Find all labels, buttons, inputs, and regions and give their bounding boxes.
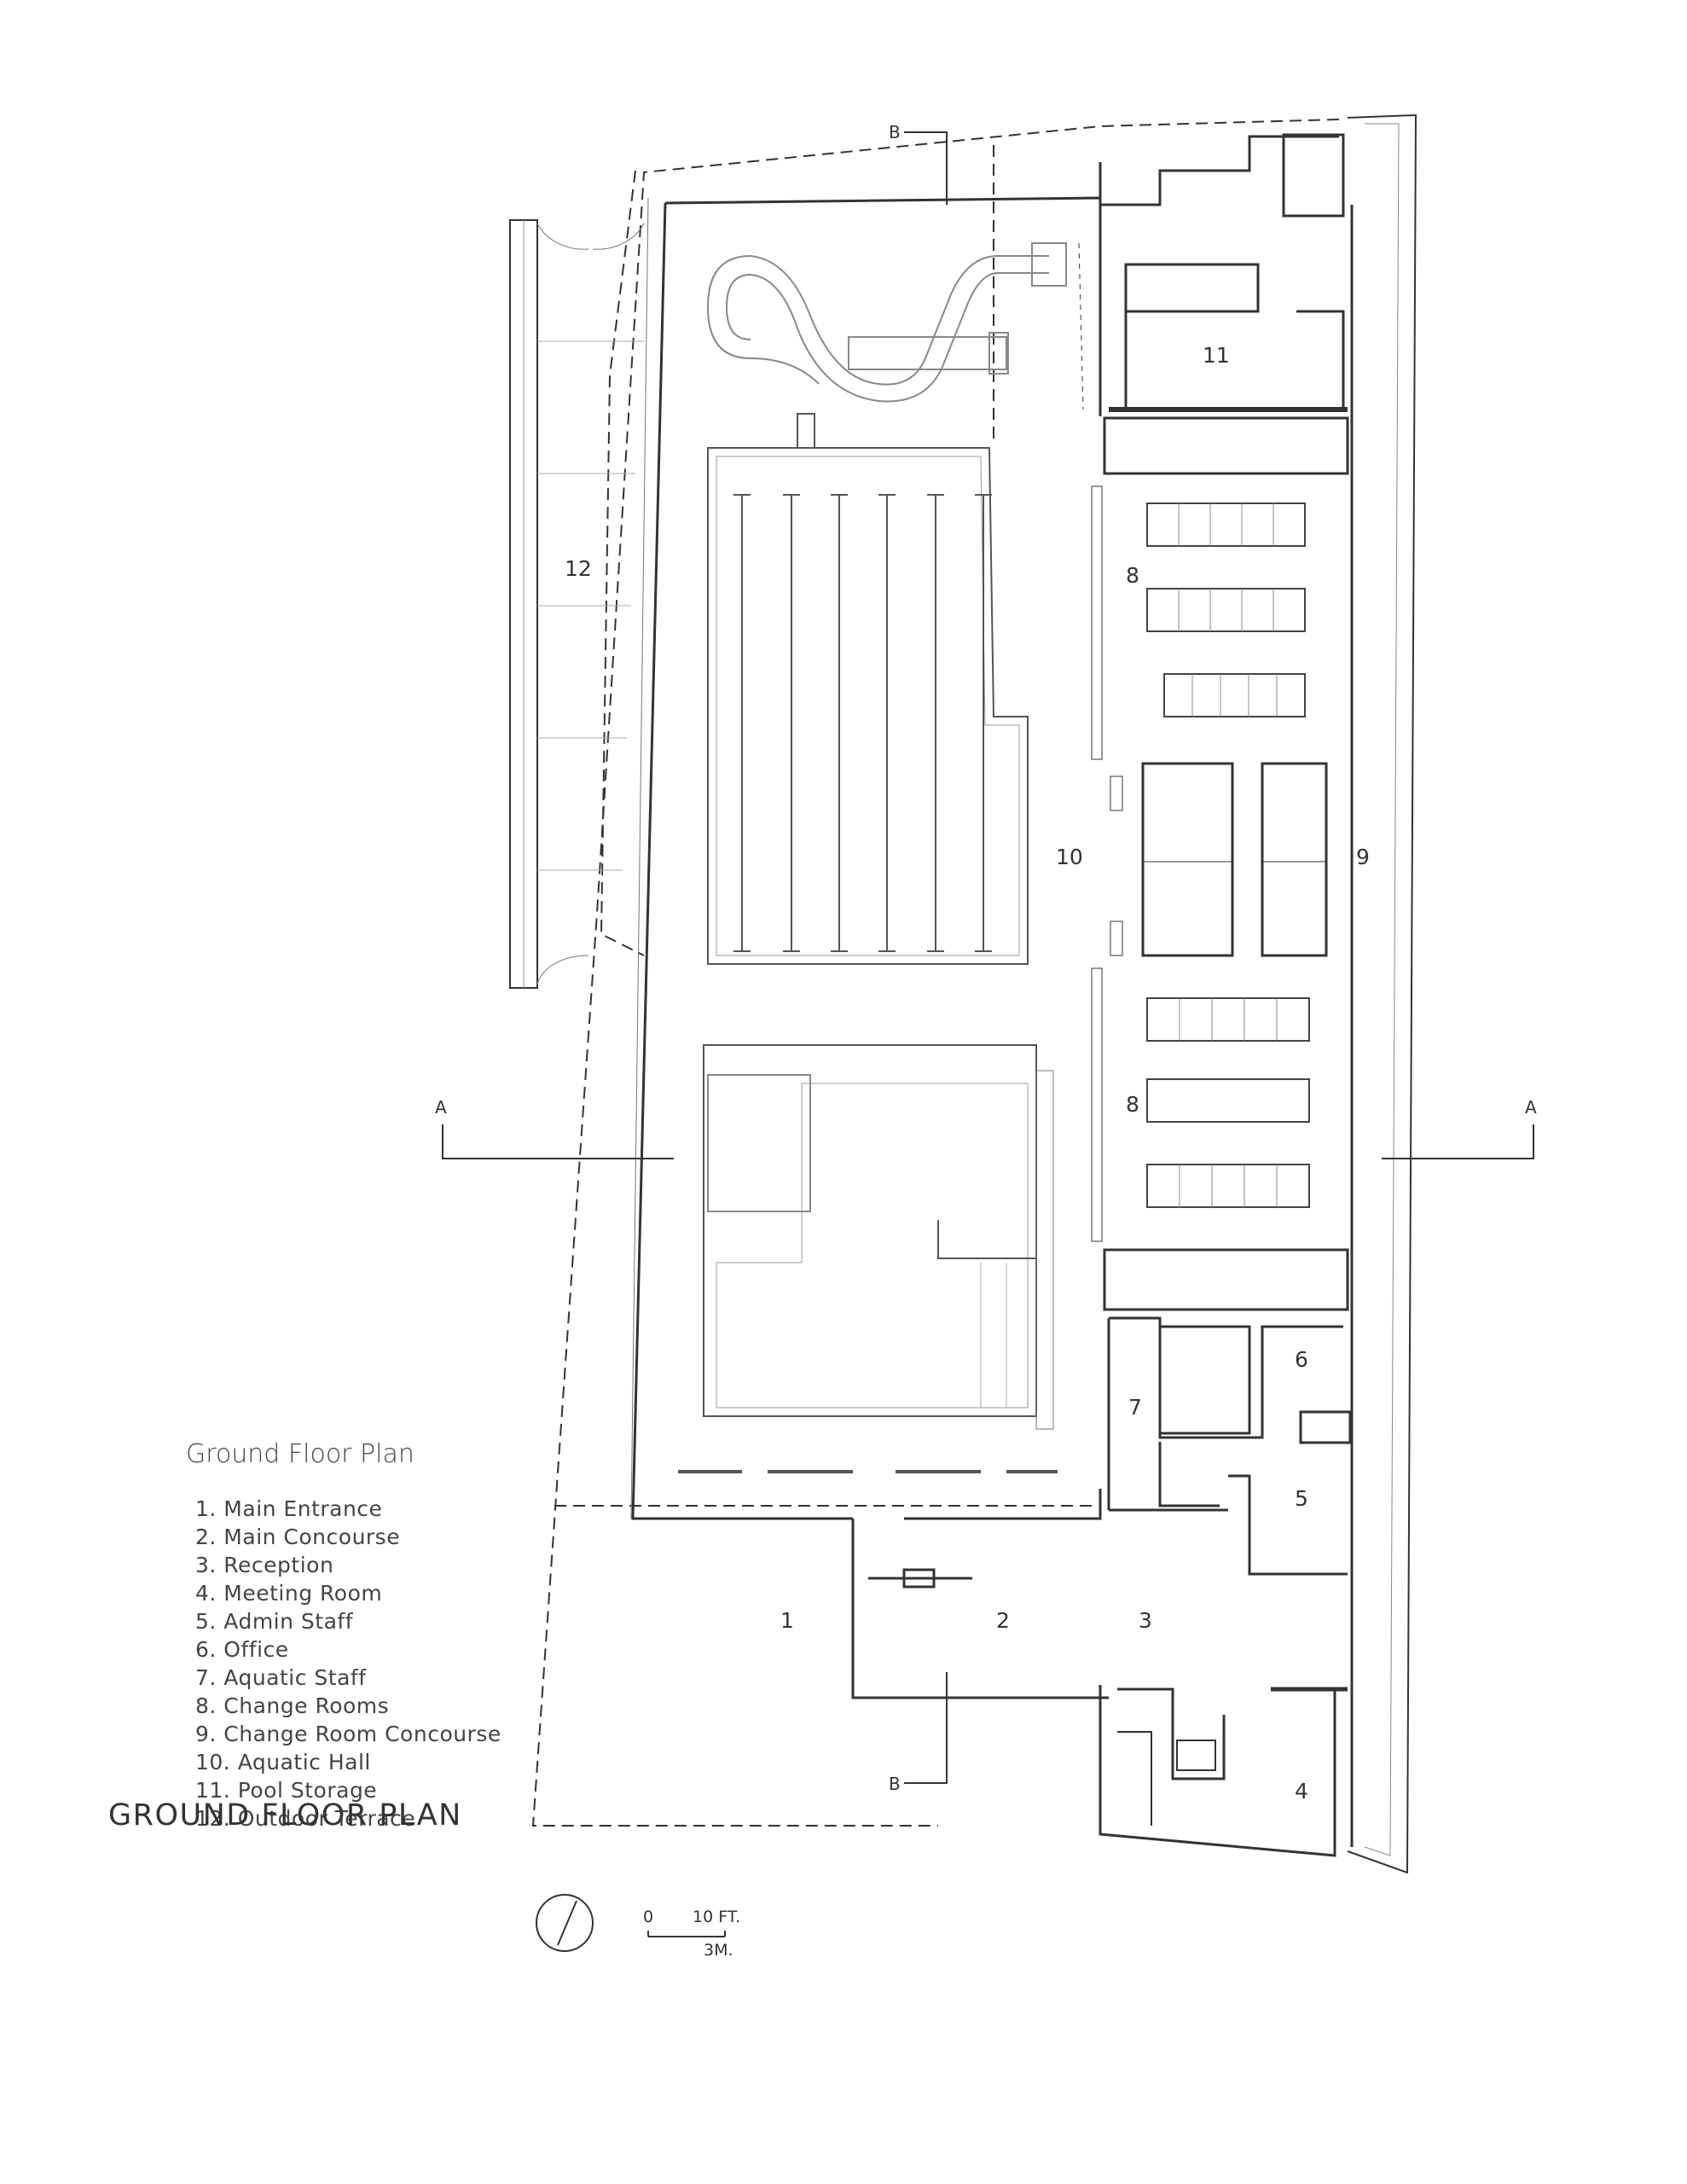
legend-item: 11. Pool Storage [195,1778,378,1803]
section-mark-b-bottom: B [889,1774,901,1794]
legend-item: 5. Admin Staff [195,1609,354,1634]
legend-item: 10. Aquatic Hall [195,1750,371,1774]
legend-item: 6. Office [195,1637,289,1662]
room-label-1: 1 [780,1608,794,1633]
legend-title: Ground Floor Plan [186,1439,415,1469]
outdoor-terrace [509,219,645,989]
site-boundary [531,119,1340,1827]
legend-item: 3. Reception [195,1553,334,1577]
water-slide [706,242,1067,403]
room-label-12: 12 [565,556,592,581]
room-label-10: 10 [1056,845,1083,869]
room-label-3: 3 [1139,1608,1152,1633]
scale-ft: 10 FT. [693,1908,740,1926]
east-wall [1347,113,1417,1874]
section-mark-a-left: A [435,1097,447,1118]
storage-block [1078,133,1348,412]
scale-zero: 0 [643,1908,653,1926]
room-label-2: 2 [996,1608,1010,1633]
admin-block [1107,1316,1352,1576]
legend-item: 2. Main Concourse [195,1525,401,1549]
room-label-5: 5 [1295,1486,1308,1511]
legend: Ground Floor Plan 1. Main Entrance 2. Ma… [186,1439,501,1833]
legend-list: 1. Main Entrance 2. Main Concourse 3. Re… [186,1495,501,1833]
change-rooms [1091,416,1349,1311]
room-label-6: 6 [1295,1347,1308,1372]
legend-item: 12. Outdoor Terrace [195,1806,416,1831]
legend-item: 9. Change Room Concourse [195,1722,501,1746]
north-arrow [536,1894,594,1952]
legend-item: 4. Meeting Room [195,1581,383,1606]
drawing-title: GROUND FLOOR PLAN [108,1798,462,1833]
room-label-8-north: 8 [1126,563,1139,588]
leisure-pool [703,1044,1054,1430]
aquatic-hall-walls [630,196,1102,1520]
lap-pool [707,413,1029,965]
room-label-11: 11 [1203,343,1230,368]
room-label-9: 9 [1356,845,1370,869]
section-lines [442,131,1534,1784]
legend-item: 1. Main Entrance [195,1496,383,1521]
south-block [851,1519,1348,1857]
scale-bar [647,1931,726,1937]
section-mark-a-right: A [1525,1097,1537,1118]
legend-item: 7. Aquatic Staff [195,1665,367,1690]
section-mark-b-top: B [889,122,901,142]
room-label-8-south: 8 [1126,1092,1139,1117]
scale-m: 3M. [704,1941,733,1960]
room-label-4: 4 [1295,1779,1308,1804]
legend-item: 8. Change Rooms [195,1693,390,1718]
room-label-7: 7 [1128,1395,1142,1420]
